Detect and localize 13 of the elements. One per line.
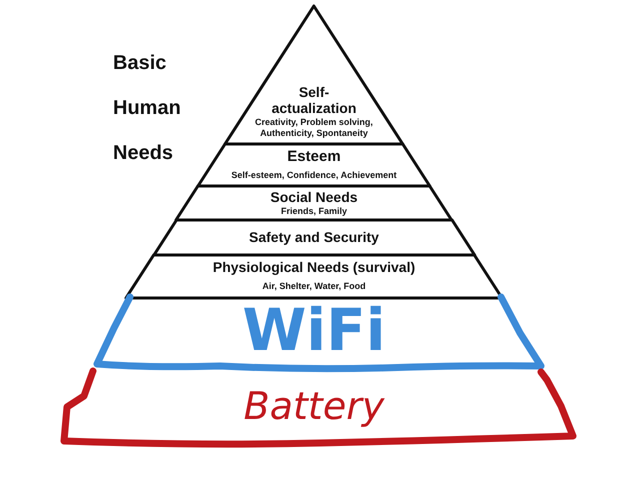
tier-description: Friends, Family	[280, 206, 347, 217]
tier-heading: Physiological Needs (survival)	[212, 259, 416, 276]
tier-description: Creativity, Problem solving, Authenticity, Spontaneity	[254, 117, 374, 139]
tier-heading: Esteem	[287, 148, 341, 166]
tier-heading: Self-actualization	[270, 84, 358, 116]
handwritten-label: Battery	[244, 384, 384, 428]
tier-description: Self-esteem, Confidence, Achievement	[231, 169, 397, 181]
title: Basic Human Needs	[113, 51, 181, 166]
tier-description: Air, Shelter, Water, Food	[262, 280, 366, 292]
handwritten-label: WiFi	[242, 300, 386, 360]
tier-heading: Safety and Security	[249, 229, 379, 246]
pyramid-tier	[173, 183, 455, 223]
tier-heading: Social Needs	[270, 189, 358, 205]
